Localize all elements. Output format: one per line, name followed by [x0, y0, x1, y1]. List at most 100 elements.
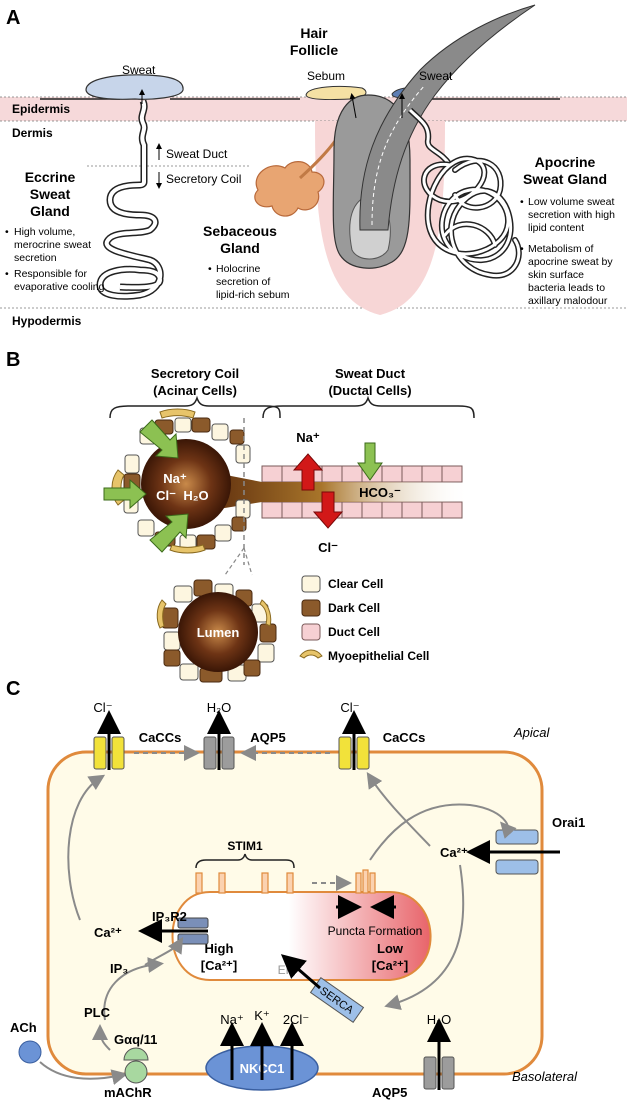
gaq-label: Gαq/11 — [114, 1032, 157, 1047]
apocrine-coil — [421, 155, 522, 279]
panel-a: A — [0, 4, 627, 328]
acinar-h2o-label: H₂O — [183, 488, 208, 503]
ach-molecule — [18, 1040, 42, 1064]
apocrine-title-1: Apocrine — [535, 154, 596, 170]
ca-right-label: Ca²⁺ — [440, 845, 468, 860]
svg-text:Low volume sweat: Low volume sweat — [528, 196, 614, 208]
dermis-label: Dermis — [12, 126, 53, 140]
svg-text:•: • — [208, 263, 212, 275]
panel-label-b: B — [6, 349, 20, 371]
high-ca-label-2: [Ca²⁺] — [201, 958, 237, 973]
acinar-coil — [111, 408, 251, 554]
sebaceous-gland — [254, 161, 325, 217]
cl-right-label: Cl⁻ — [340, 700, 359, 715]
secretory-coil-heading-1: Secretory Coil — [151, 366, 239, 381]
brace-duct — [262, 395, 475, 419]
orai1-channel — [495, 829, 539, 875]
sweat-duct-heading-1: Sweat Duct — [335, 366, 406, 381]
stim1-puncta — [355, 869, 376, 894]
epidermis-label: Epidermis — [12, 102, 70, 116]
sweat-duct-heading-2: (Ductal Cells) — [328, 383, 411, 398]
legend: Clear Cell Dark Cell Duct Cell Myoepithe… — [299, 575, 429, 663]
k-label: K⁺ — [254, 1008, 270, 1023]
sweat-label-right: Sweat — [419, 69, 453, 83]
ip3r2-label: IP₃R2 — [152, 909, 187, 924]
low-ca-label-1: Low — [377, 941, 404, 956]
lumen-label: Lumen — [197, 625, 240, 640]
svg-text:secretion: secretion — [14, 252, 57, 264]
eccrine-title-2: Sweat — [30, 186, 71, 202]
apical-channel-cl-right — [338, 736, 370, 770]
na-label: Na⁺ — [220, 1012, 243, 1027]
sweat-label-left: Sweat — [122, 63, 156, 77]
endoplasmic-reticulum — [171, 891, 432, 981]
panel-label-c: C — [6, 678, 20, 700]
acinar-na-label: Na⁺ — [163, 471, 187, 486]
sebaceous-bullets: • Holocrine secretion of lipid-rich sebu… — [208, 263, 290, 301]
svg-text:Holocrine: Holocrine — [216, 263, 261, 275]
panel-label-a: A — [6, 7, 20, 29]
legend-myoepithelial-cell: Myoepithelial Cell — [328, 649, 429, 663]
svg-text:skin surface: skin surface — [528, 269, 584, 281]
svg-text:lipid content: lipid content — [528, 222, 584, 234]
stim1-proteins — [195, 872, 294, 894]
eccrine-title-1: Eccrine — [25, 169, 76, 185]
acinar-influx-arrows — [103, 419, 383, 553]
puncta-label: Puncta Formation — [328, 924, 423, 938]
hco3-arrow — [357, 442, 383, 481]
secretory-coil-heading-2: (Acinar Cells) — [153, 383, 237, 398]
svg-text:merocrine sweat: merocrine sweat — [14, 239, 91, 251]
apocrine-title-2: Sweat Gland — [523, 171, 607, 187]
svg-text:•: • — [5, 268, 9, 280]
stim1-label: STIM1 — [227, 839, 263, 853]
secretory-coil-label: Secretory Coil — [166, 172, 241, 186]
legend-clear-cell: Clear Cell — [328, 577, 383, 591]
legend-dark-cell: Dark Cell — [328, 601, 380, 615]
sweat-droplet-left — [85, 74, 184, 100]
apocrine-bullets: • Low volume sweat secretion with high l… — [520, 196, 615, 307]
machr-receptor — [124, 1060, 148, 1084]
caccs-right-label: CaCCs — [383, 730, 426, 745]
acinar-cl-label: Cl⁻ — [156, 488, 176, 503]
cross-section: Lumen — [156, 579, 277, 683]
hair-shaft — [359, 4, 536, 231]
ip3-label: IP₃ — [110, 961, 128, 976]
eccrine-title-3: Gland — [30, 203, 70, 219]
svg-text:•: • — [520, 243, 524, 255]
svg-text:lipid-rich sebum: lipid-rich sebum — [216, 289, 290, 301]
duct-lumen — [200, 470, 470, 512]
svg-text:axillary malodour: axillary malodour — [528, 295, 608, 307]
svg-text:High volume,: High volume, — [14, 226, 75, 238]
svg-text:Responsible for: Responsible for — [14, 268, 87, 280]
acinar-lumen — [141, 439, 231, 529]
aqp5-top-label: AQP5 — [250, 730, 285, 745]
hair-follicle-label-1: Hair — [300, 25, 328, 41]
legend-duct-cell: Duct Cell — [328, 625, 380, 639]
duct-ion-arrows — [292, 453, 344, 529]
gaq-protein — [123, 1047, 149, 1061]
svg-text:•: • — [5, 226, 9, 238]
ip3r2-channel — [177, 917, 209, 945]
apical-channel-cl-left — [93, 736, 125, 770]
apical-label: Apical — [513, 725, 551, 740]
cl-left-label: Cl⁻ — [93, 700, 112, 715]
svg-text:•: • — [520, 196, 524, 208]
brace-secretory — [109, 395, 281, 419]
svg-text:secretion of: secretion of — [216, 276, 270, 288]
sebaceous-title-1: Sebaceous — [203, 223, 277, 239]
svg-text:secretion with high: secretion with high — [528, 209, 615, 221]
hair-follicle-label-2: Follicle — [290, 42, 338, 58]
apical-channel-aqp5 — [203, 736, 235, 770]
machr-label: mAChR — [104, 1085, 152, 1100]
ach-label: ACh — [10, 1020, 37, 1035]
h2o-top-label: H₂O — [207, 700, 232, 715]
sweat-duct-label: Sweat Duct — [166, 147, 228, 161]
duct-hco3-label: HCO₃⁻ — [359, 485, 401, 500]
basolateral-label: Basolateral — [512, 1069, 578, 1084]
high-ca-label-1: High — [205, 941, 234, 956]
eccrine-coil — [98, 100, 163, 299]
hypodermis-label: Hypodermis — [12, 314, 82, 328]
panel-b: B Secretory Coil (Acinar Cells) Sweat Du… — [6, 349, 475, 683]
h2o-bottom-label: H₂O — [427, 1012, 452, 1027]
